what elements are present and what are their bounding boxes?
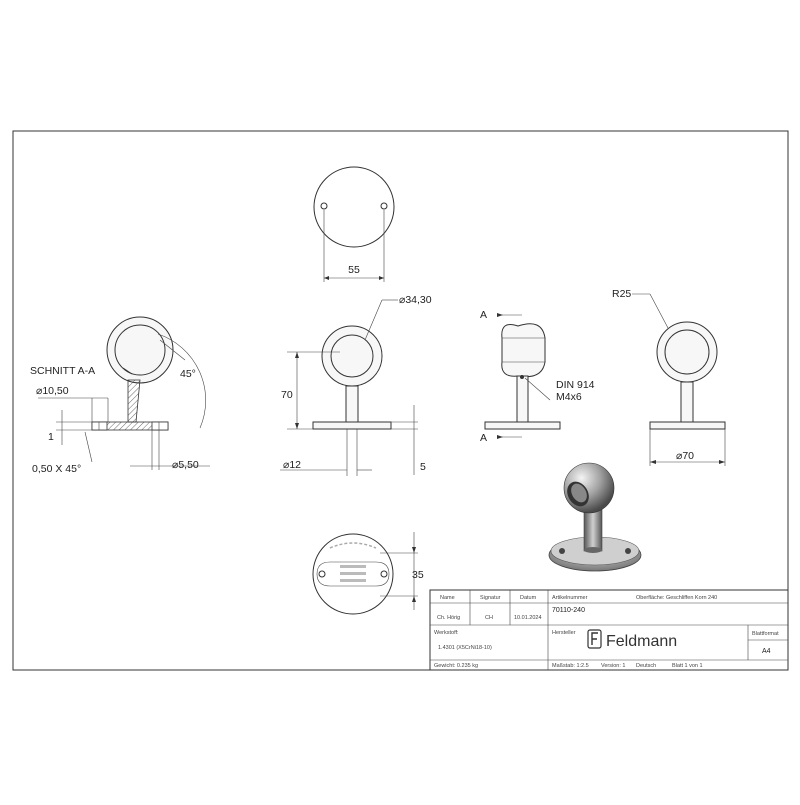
angle-45-label: 45° — [180, 368, 196, 380]
bottom-view: 35 — [312, 532, 424, 615]
tb-format-header: Blattformat — [752, 631, 779, 637]
section-ring-outer — [106, 316, 174, 384]
top-view-plate — [313, 166, 395, 248]
dim-12-label: ⌀12 — [283, 459, 301, 471]
tb-date-header: Datum — [520, 595, 537, 601]
dim-5-label: 5 — [420, 461, 426, 473]
tb-sheet: Blatt 1 von 1 — [672, 663, 703, 669]
tb-scale: Maßstab: 1:2.5 — [552, 663, 589, 669]
front-base-plate — [312, 421, 392, 430]
dim-5-50-label: ⌀5,50 — [172, 459, 199, 471]
section-ring-inner — [114, 324, 166, 376]
tb-language: Deutsch — [636, 663, 656, 669]
dim-35-label: 35 — [412, 569, 424, 581]
dim-1-label: 1 — [48, 431, 54, 443]
section-title: SCHNITT A-A — [30, 365, 95, 377]
logo-text: Feldmann — [606, 633, 677, 650]
dim-10-50-label: ⌀10,50 — [36, 385, 69, 397]
tb-material: 1.4301 (X5CrNi18-10) — [438, 645, 492, 651]
cut-a-bottom: A — [480, 432, 487, 444]
tb-date: 10.01.2024 — [514, 615, 542, 621]
side-post — [516, 375, 529, 423]
radius-r25-label: R25 — [612, 288, 631, 300]
dim-55-label: 55 — [348, 264, 360, 276]
tb-signature: CH — [485, 615, 493, 621]
front-view: ⌀12 70 ⌀34,30 5 — [280, 294, 432, 476]
right-post — [680, 381, 694, 423]
dim-dia-70-label: ⌀70 — [676, 450, 694, 462]
tb-article-header: Artikelnummer — [552, 595, 588, 601]
feldmann-logo: Feldmann — [587, 629, 677, 650]
tb-name-header: Name — [440, 595, 455, 601]
tb-manufacturer-header: Hersteller — [552, 630, 576, 636]
isometric-view — [548, 462, 642, 572]
top-view-hole-right — [380, 202, 388, 210]
section-view: 45° SCHNITT A-A ⌀10,50 1 0,50 X 45° ⌀5,5… — [30, 316, 210, 475]
side-ring — [501, 323, 546, 378]
side-view: A A DIN 914 M4x6 — [480, 309, 595, 444]
angle-arc — [157, 333, 206, 429]
tb-surface: Oberfläche: Geschliffen Korn 240 — [636, 595, 717, 601]
tb-author: Ch. Hörig — [437, 615, 460, 621]
dim-34-30-label: ⌀34,30 — [399, 294, 432, 306]
right-view: R25 ⌀70 — [612, 288, 726, 466]
side-base-plate — [484, 421, 561, 430]
chamfer-label: 0,50 X 45° — [32, 463, 81, 475]
tb-article-number: 70110-240 — [552, 607, 585, 614]
title-block: Name Signatur Datum Artikelnummer Oberfl… — [429, 589, 789, 671]
tb-format: A4 — [762, 648, 771, 655]
drawing-frame — [12, 130, 789, 671]
front-post — [345, 385, 359, 423]
cut-a-top: A — [480, 309, 487, 321]
right-ring-outer — [656, 321, 718, 383]
top-view: 55 — [313, 166, 395, 282]
tb-version: Version: 1 — [601, 663, 625, 669]
tb-weight: Gewicht: 0.235 kg — [434, 663, 478, 669]
dim-70-label: 70 — [281, 389, 293, 401]
bottom-plate — [312, 533, 394, 615]
din-label-2: M4x6 — [556, 391, 582, 403]
top-view-hole-left — [320, 202, 328, 210]
right-base-plate — [649, 421, 726, 430]
tb-material-header: Werkstoff: — [434, 630, 459, 636]
right-ring-inner — [664, 329, 710, 375]
din-label-1: DIN 914 — [556, 379, 595, 391]
section-post — [127, 379, 141, 423]
tb-signature-header: Signatur — [480, 595, 501, 601]
front-ring-inner — [330, 334, 374, 378]
